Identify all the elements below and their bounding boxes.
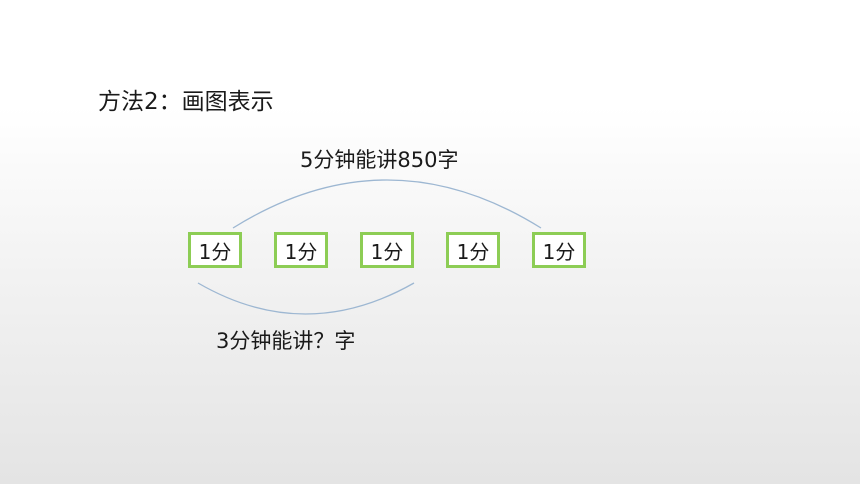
bottom-arc-label: 3分钟能讲？字	[216, 329, 356, 353]
unit-box-2: 1分	[274, 232, 328, 268]
unit-box-5: 1分	[532, 232, 586, 268]
unit-box-3: 1分	[360, 232, 414, 268]
unit-box-1: 1分	[188, 232, 242, 268]
bottom-arc	[197, 282, 415, 315]
method-heading: 方法2：画图表示	[98, 89, 274, 115]
unit-box-4: 1分	[446, 232, 500, 268]
top-arc	[232, 179, 542, 229]
top-arc-label: 5分钟能讲850字	[300, 148, 459, 172]
